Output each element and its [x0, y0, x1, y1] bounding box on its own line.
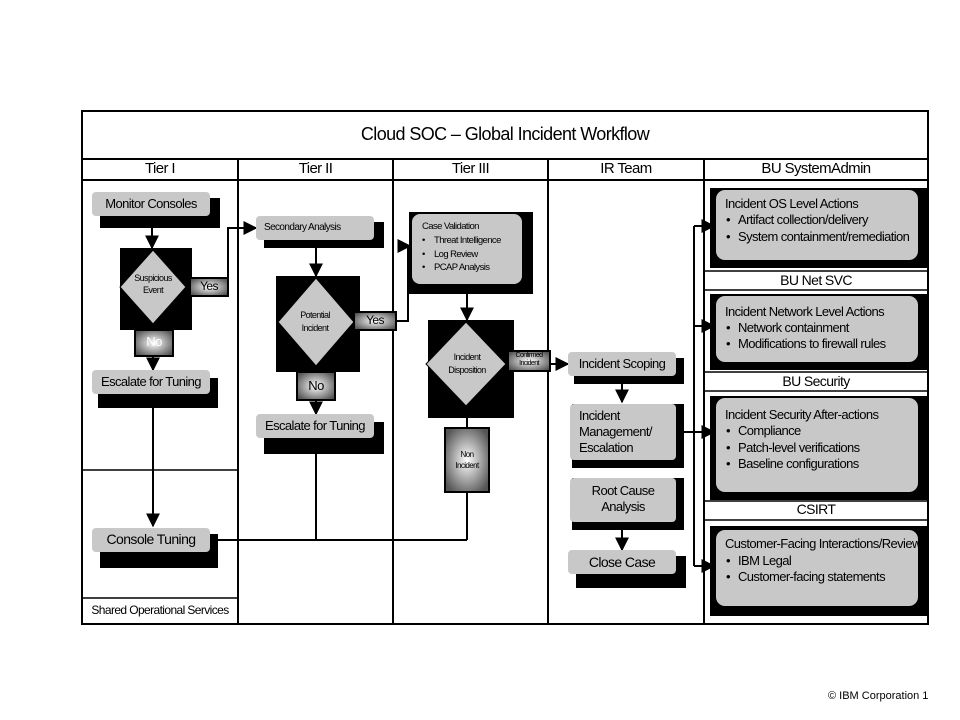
shared-operational-services-label: Shared Operational Services [91, 603, 229, 617]
incident-disposition-diamond [425, 321, 507, 407]
tier1-escalate-label: Escalate for Tuning [101, 374, 201, 389]
tier2-no-label: No [308, 378, 324, 393]
os-actions-heading: Incident OS Level Actions [725, 196, 859, 211]
security-actions-item: Baseline configurations [726, 456, 859, 471]
case-validation-item: PCAP Analysis [422, 262, 490, 273]
network-actions-item: Modifications to firewall rules [726, 336, 886, 351]
close-case-box [568, 550, 676, 574]
bu-security-label: BU Security [782, 373, 850, 389]
secondary-analysis-label: Secondary Analysis [264, 222, 341, 233]
tier1-escalate-box [92, 370, 210, 394]
suspicious-event-diamond [119, 249, 187, 325]
tier1-yes-label: Yes [200, 279, 218, 293]
customer-facing-heading: Customer-Facing Interactions/Review [725, 536, 921, 551]
incident-scoping-box [568, 352, 676, 376]
incident-management-box [570, 404, 676, 460]
column-header-tier3: Tier III [451, 160, 490, 177]
column-header-tier1: Tier I [144, 160, 176, 177]
os-actions-item: Artifact collection/delivery [726, 212, 868, 227]
tier1-no-box [134, 329, 174, 357]
monitor-consoles-label: Monitor Consoles [105, 196, 197, 211]
confirmed-incident-box [507, 350, 551, 372]
console-tuning-box [92, 528, 210, 552]
tier1-no-label: No [146, 334, 162, 349]
column-header-tier2: Tier II [298, 160, 333, 177]
copyright-footer: © IBM Corporation 1 [828, 690, 929, 702]
security-actions-item: Patch-level verifications [726, 440, 860, 455]
case-validation-item: Log Review [422, 249, 478, 260]
tier2-escalate-label: Escalate for Tuning [265, 418, 365, 433]
incident-scoping-label: Incident Scoping [578, 356, 666, 371]
secondary-analysis-box [256, 216, 374, 240]
close-case-label: Close Case [588, 554, 656, 570]
network-actions-heading: Incident Network Level Actions [725, 304, 885, 319]
root-cause-analysis-box [570, 478, 676, 522]
outer-frame [81, 110, 929, 625]
case-validation-item: Threat Intelligence [422, 235, 501, 246]
case-validation-label: Case Validation [422, 221, 479, 232]
network-actions-item: Network containment [726, 320, 849, 335]
customer-facing-item: Customer-facing statements [726, 569, 886, 584]
security-actions-item: Compliance [726, 423, 801, 438]
security-actions-heading: Incident Security After-actions [725, 407, 879, 422]
monitor-consoles-box [92, 192, 210, 216]
customer-facing-box [716, 530, 918, 606]
column-header-ir-team: IR Team [600, 160, 652, 177]
tier2-yes-label: Yes [366, 313, 384, 327]
customer-facing-item: IBM Legal [726, 553, 792, 568]
potential-incident-diamond [277, 277, 355, 367]
column-header-bu-sysadmin: BU SystemAdmin [761, 160, 871, 177]
tier2-escalate-box [256, 414, 374, 438]
csirt-label: CSIRT [796, 501, 836, 517]
os-actions-item: System containment/remediation [726, 229, 910, 244]
console-tuning-label: Console Tuning [106, 531, 196, 547]
bu-net-svc-label: BU Net SVC [780, 272, 852, 288]
diagram-title: Cloud SOC – Global Incident Workflow [360, 124, 650, 144]
